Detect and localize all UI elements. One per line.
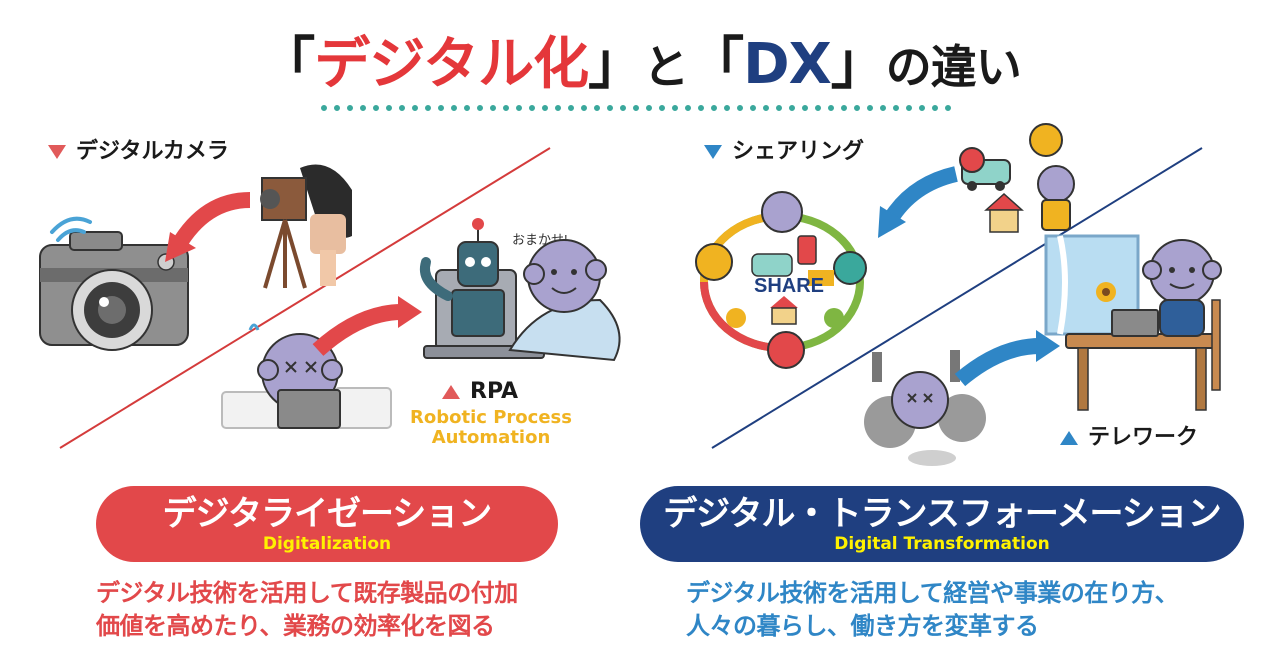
digital-transformation-pill: デジタル・トランスフォーメーション Digital Transformation [640,486,1244,562]
title-dotted-underline [321,105,959,111]
triangle-up-icon [442,385,460,399]
crowded-train-commuters-icon [864,350,986,466]
left-divider-line [59,147,551,449]
label-telework: テレワーク [1060,424,1198,452]
dx-description: デジタル技術を活用して経営や事業の在り方、 人々の暮らし、働き方を変革する [686,579,1179,640]
old-camera-photographer-icon [260,164,352,289]
digital-camera-icon [39,216,189,351]
right-divider-line [711,147,1203,449]
page-title: 「デジタル化」と「DX」の違い [259,32,1022,97]
happy-office-worker-icon [508,239,621,362]
title-digitalization-word: デジタル化 [314,32,589,97]
triangle-up-icon [1060,431,1078,445]
label-sharing: シェアリング [704,138,864,166]
digitalization-pill: デジタライゼーション Digitalization [96,486,558,562]
triangle-down-icon [48,145,66,159]
label-rpa: RPA [442,378,518,406]
telework-arrow [954,338,1041,387]
share-text: SHARE [754,275,824,297]
triangle-down-icon [704,145,722,159]
sharing-ring-icon: SHARE [695,191,867,369]
sharing-arrow [883,166,958,225]
telework-scene-icon [1044,234,1222,411]
label-digital-camera: デジタルカメラ [48,138,229,166]
camera-arrow [171,192,251,251]
rpa-arrow [312,304,403,356]
stressed-office-worker-icon [221,323,392,429]
title-dx-word: DX [743,32,832,97]
robot-laptop-icon: おまかせ! [420,218,568,359]
digitalization-description: デジタル技術を活用して既存製品の付加 価値を高めたり、業務の効率化を図る [96,579,518,640]
rpa-subtitle: Robotic Process Automation [410,407,572,448]
sharing-people-icon [959,123,1075,233]
